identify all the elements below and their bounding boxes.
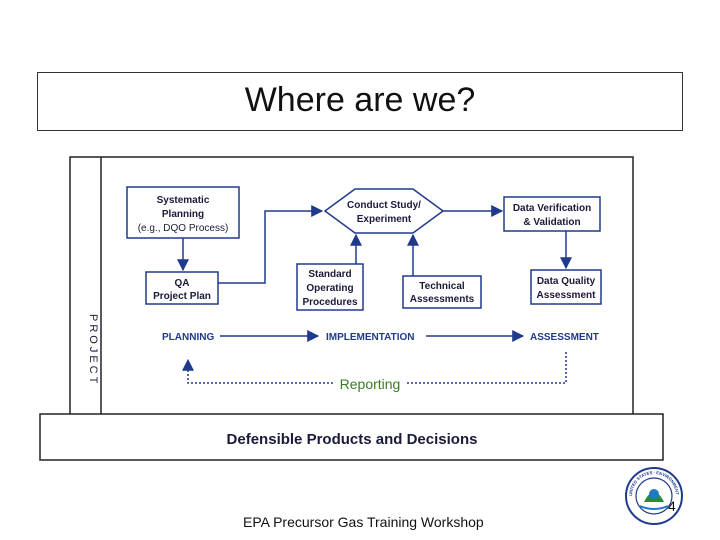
products-box — [39, 413, 664, 461]
side-label-project: PROJECT — [87, 314, 99, 386]
phase-planning: PLANNING — [162, 332, 214, 343]
sop-line-3: Procedures — [302, 297, 357, 308]
arrow-qa-to-conduct — [218, 205, 324, 284]
box-data-quality-assessment: Data Quality Assessment — [530, 269, 602, 305]
slide-title: Where are we? — [244, 81, 476, 119]
page-number: 4 — [668, 498, 676, 514]
tech-line-1: Technical — [419, 281, 465, 292]
phase-implementation: IMPLEMENTATION — [326, 332, 415, 343]
dq-line-1: Data Quality — [537, 276, 596, 287]
conduct-line-2: Experiment — [357, 214, 412, 225]
box-qa-project-plan: QA Project Plan — [145, 271, 219, 305]
box-systematic-planning: Systematic Planning (e.g., DQO Process) — [126, 186, 240, 239]
tech-line-2: Assessments — [410, 294, 475, 305]
systematic-line-3: (e.g., DQO Process) — [138, 223, 229, 234]
products-label: Defensible Products and Decisions — [227, 431, 478, 448]
systematic-line-2: Planning — [162, 209, 204, 220]
systematic-line-1: Systematic — [157, 195, 210, 206]
verification-line-1: Data Verification — [513, 203, 591, 214]
box-standard-operating-procedures: Standard Operating Procedures — [296, 263, 364, 311]
box-conduct-study: Conduct Study/ Experiment — [323, 188, 445, 234]
reporting-label-bg — [333, 375, 407, 392]
phase-assessment: ASSESSMENT — [530, 332, 599, 343]
reporting-label: Reporting — [340, 376, 401, 392]
footer-text: EPA Precursor Gas Training Workshop — [243, 514, 484, 530]
box-data-verification: Data Verification & Validation — [503, 196, 601, 232]
sop-line-2: Operating — [306, 283, 353, 294]
sop-line-1: Standard — [308, 269, 351, 280]
qa-plan-line-2: Project Plan — [153, 291, 211, 302]
connector-arrows — [177, 205, 572, 342]
dq-line-2: Assessment — [537, 290, 597, 301]
box-technical-assessments: Technical Assessments — [402, 275, 482, 309]
qa-plan-line-1: QA — [175, 278, 190, 289]
title-box: Where are we? — [37, 72, 683, 131]
conduct-line-1: Conduct Study/ — [347, 200, 421, 211]
epa-seal-icon: UNITED STATES · ENVIRONMENTAL PROTECTION… — [622, 462, 684, 531]
verification-line-2: & Validation — [523, 217, 580, 228]
